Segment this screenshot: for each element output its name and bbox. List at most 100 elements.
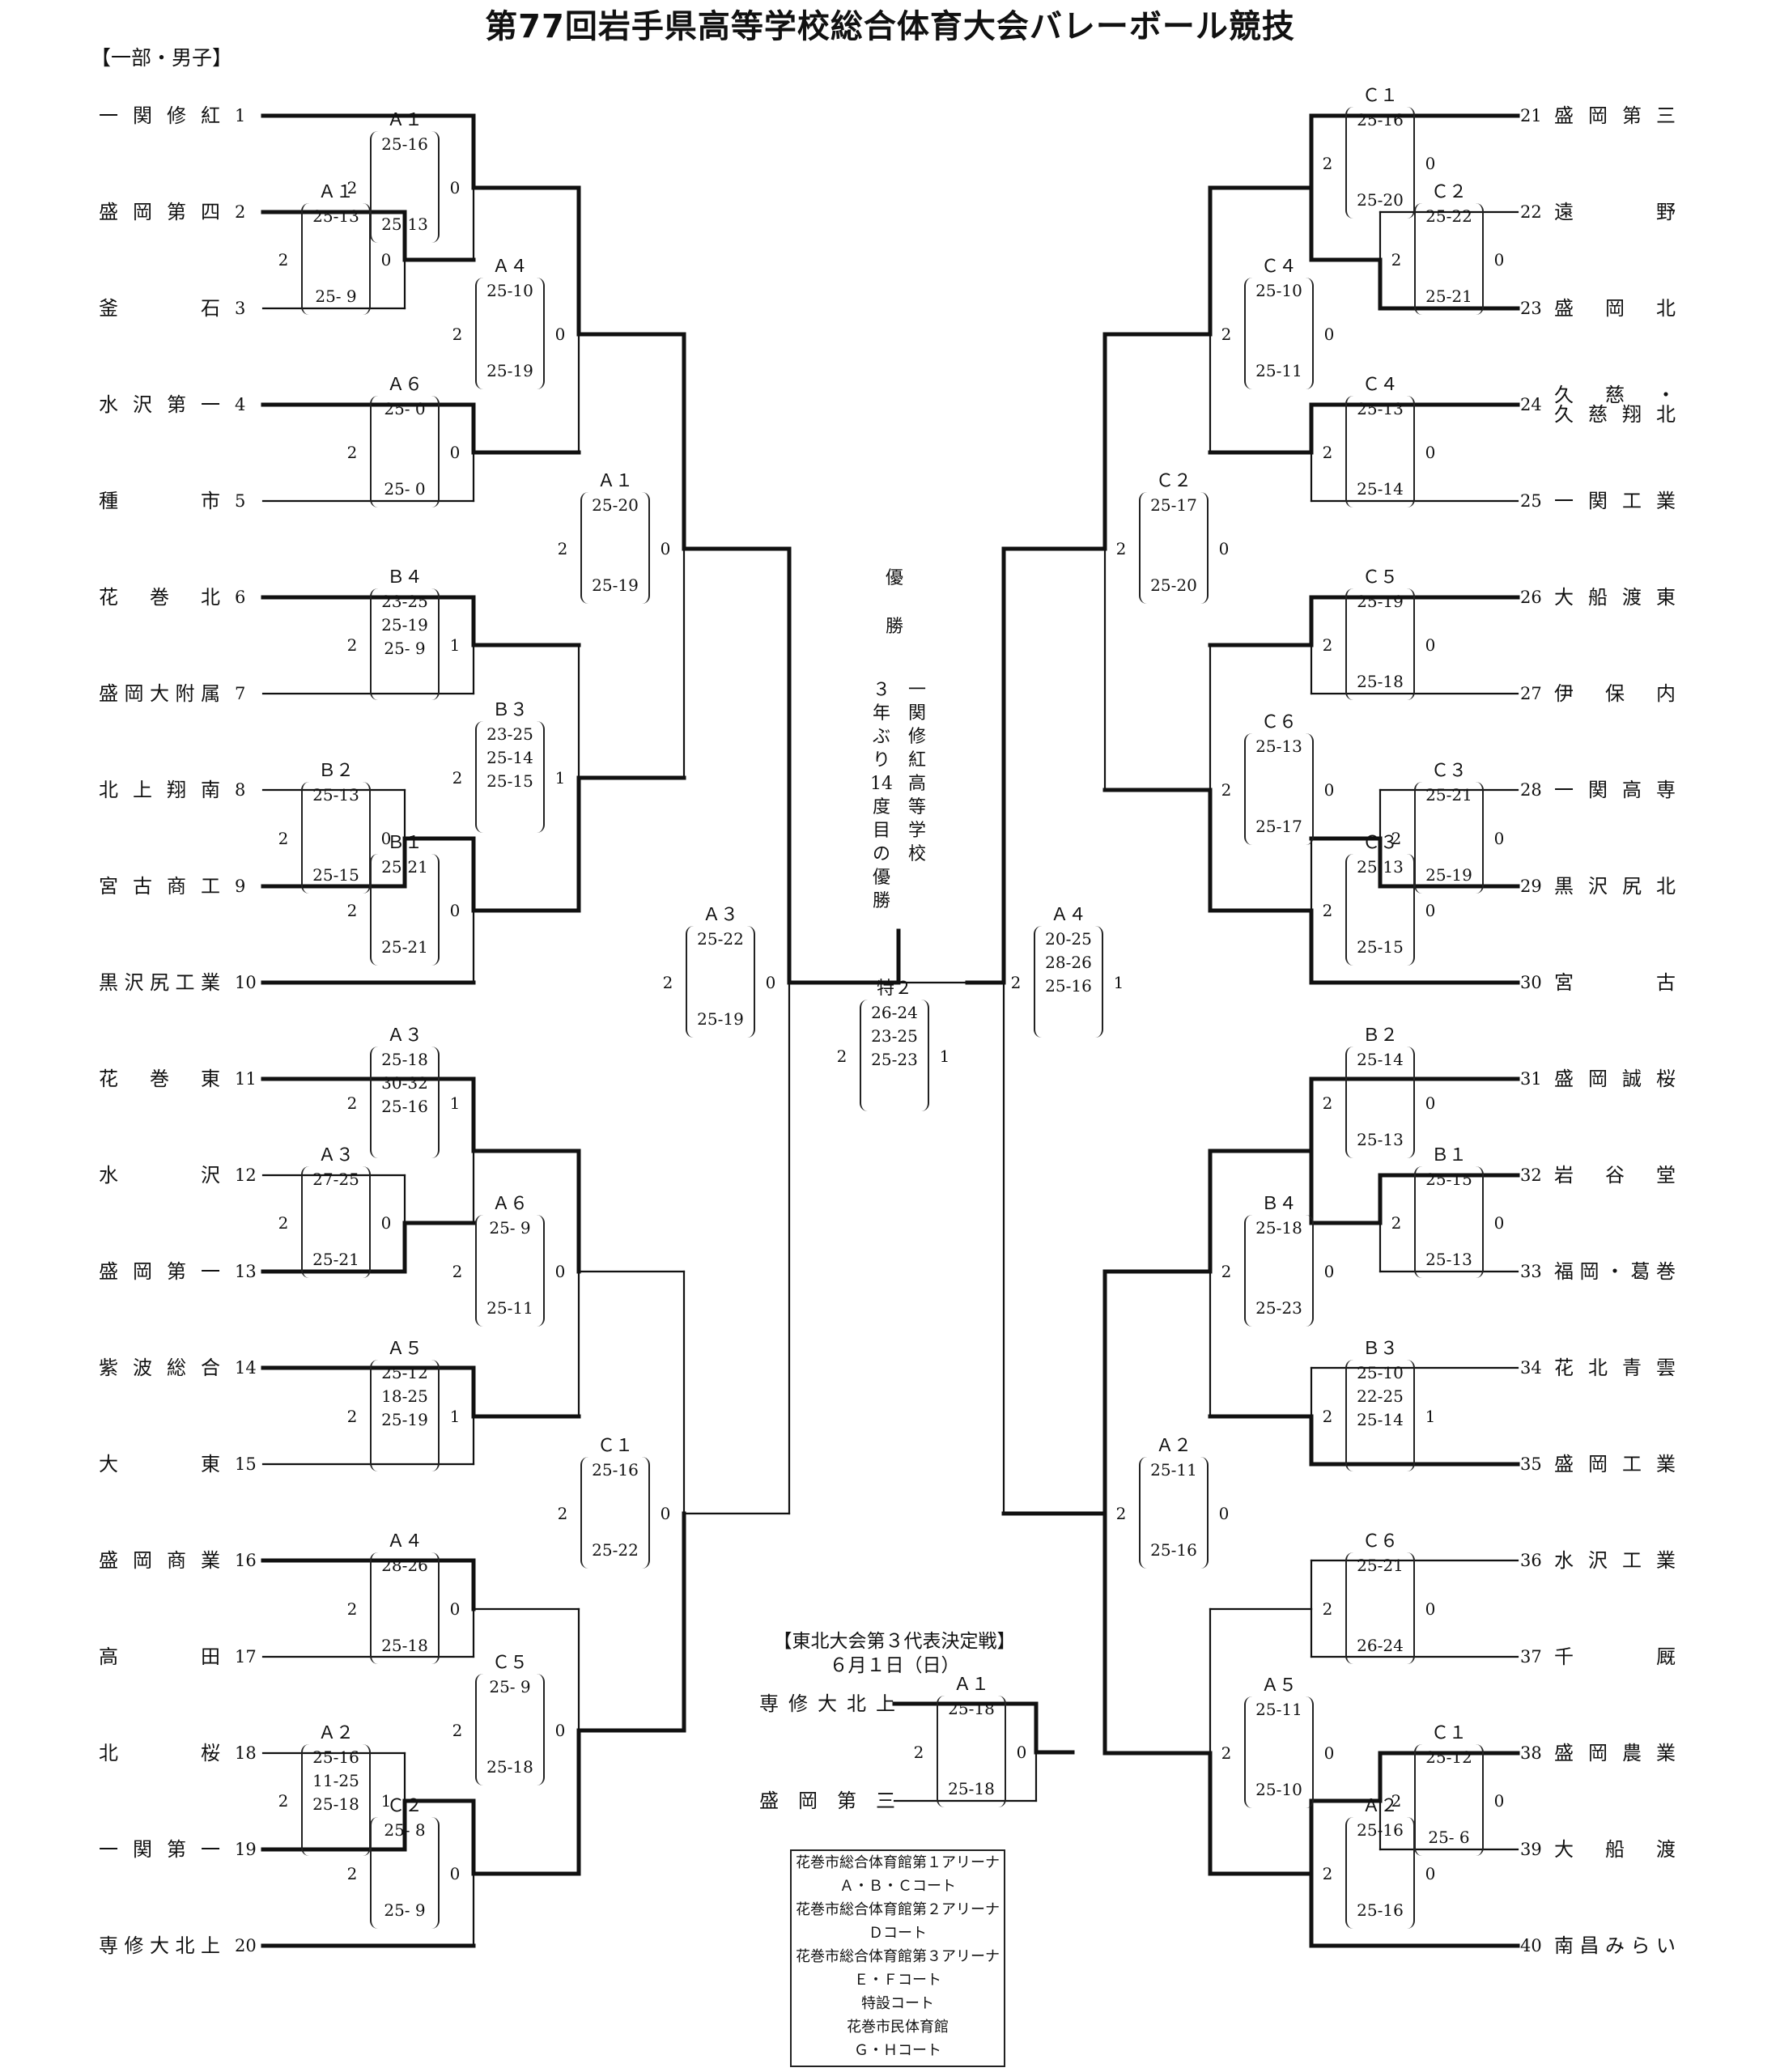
team-number-text: 3 [235,299,246,318]
match-court: Ｃ２ [1430,182,1467,202]
sets-won-right: 0 [1425,154,1436,173]
sets-won-right: 0 [1323,1262,1335,1281]
match-court: Ｃ３ [1362,833,1398,853]
set-score: 25-13 [312,206,359,226]
sets-won-left: 2 [1322,443,1333,462]
team-number: 16 [235,1548,257,1573]
set-score: 25-22 [1425,206,1472,226]
match-court: Ｃ４ [1260,257,1297,277]
team-name: 一関第一 [99,1838,220,1861]
team-number: 35 [1520,1452,1542,1476]
team-right: 盛岡北 [1554,296,1676,321]
team-name: 花巻東 [99,1068,220,1090]
sets-won-right: 0 [449,178,461,197]
team-name: 花北青雲 [1554,1357,1676,1379]
team-name: 一関高専 [1554,779,1676,801]
sets-box [370,396,440,507]
sets-box [580,1457,650,1569]
team-number-text: 28 [1520,780,1542,800]
sets-won-left: 2 [1322,1864,1333,1883]
sets-won-right: 0 [1016,1743,1027,1762]
sets-won-right: 0 [554,1262,566,1281]
set-score: 25-23 [871,1050,918,1069]
team-number: 34 [1520,1356,1542,1380]
team-name: 宮古 [1554,971,1676,994]
sets-won-left: 2 [1010,973,1022,992]
sets-won-left: 2 [662,973,673,992]
sets-won-right: 0 [380,250,392,270]
team-number-text: 20 [235,1936,257,1955]
set-score: 25- 9 [315,287,357,306]
sets-box [301,1744,371,1856]
team-number: 22 [1520,200,1542,224]
winner-team-char: 修 [907,727,926,747]
team-name: 岩谷堂 [1554,1164,1676,1187]
sets-won-left: 2 [452,1262,463,1281]
sets-box [860,1000,929,1111]
sets-won-right: 0 [660,1504,671,1523]
team-left: 紫波総合 [99,1356,220,1380]
match-court: Ｂ２ [317,761,354,781]
sets-won-right: 1 [939,1047,950,1066]
team-name: 伊保内 [1554,682,1676,705]
team-right: 花北青雲 [1554,1356,1676,1380]
set-score: 25-18 [1357,672,1404,691]
team-number: 19 [235,1837,257,1862]
set-score: 25-14 [1357,479,1404,499]
page-title: 第77回岩手県高等学校総合体育大会バレーボール競技 [485,8,1295,45]
set-score: 25-16 [592,1460,639,1480]
winner-team-char: 等 [907,797,926,817]
sets-box [1414,1744,1484,1856]
set-score: 25-19 [486,361,533,380]
sets-won-right: 0 [554,325,566,344]
sets-box [1414,782,1484,894]
winner-team-char: 関 [907,703,926,724]
set-score: 25-14 [1357,1050,1404,1069]
sets-won-right: 1 [449,635,461,655]
sets-box [1244,1696,1314,1808]
team-left: 盛岡第四 [99,200,220,224]
sets-won-left: 2 [1322,1093,1333,1113]
set-score: 25-15 [486,771,533,791]
team-number-text: 26 [1520,588,1542,607]
winner-team-char: 高 [907,774,926,794]
set-score: 25-13 [1255,737,1302,756]
match-court: Ａ６ [386,375,423,395]
team-number-text: 14 [235,1358,257,1378]
third-place-team2: 盛岡第三 [759,1790,895,1812]
team-number: 39 [1520,1837,1542,1862]
set-score: 25-10 [486,281,533,300]
sets-won-right: 1 [449,1093,461,1113]
match-court: Ｂ２ [1362,1025,1398,1046]
winner-note-char: 度 [872,797,890,817]
set-score: 25-16 [312,1747,359,1767]
team-number: 3 [235,296,245,321]
winner-note-char: ぶ [872,727,890,747]
set-score: 25- 9 [489,1677,531,1696]
team-name: 盛岡第一 [99,1260,220,1283]
sets-won-right: 0 [1425,1864,1436,1883]
set-score: 25- 0 [384,399,426,418]
team-number-text: 35 [1520,1454,1542,1474]
set-score: 27-25 [312,1170,359,1189]
sets-box [580,492,650,604]
sets-won-left: 2 [278,829,289,848]
winner-note-char: の [872,844,890,864]
sets-won-right: 0 [1493,1213,1505,1233]
sets-won-left: 2 [1322,901,1333,920]
sets-won-left: 2 [1391,829,1402,848]
sets-won-right: 0 [449,1864,461,1883]
sets-box [1139,1457,1209,1569]
sets-won-right: 0 [1218,1504,1230,1523]
team-number: 21 [1520,104,1542,128]
match-court: Ａ２ [1362,1796,1398,1816]
match-court: Ｃ５ [491,1653,528,1673]
team-number: 18 [235,1741,257,1765]
sets-box [1244,278,1314,389]
team-number: 1 [235,104,245,128]
team-name: 南昌みらい [1554,1934,1676,1957]
team-number-text: 22 [1520,202,1542,222]
match-court: Ａ２ [1155,1436,1192,1456]
set-score: 25-17 [1150,495,1197,515]
winner-team-char: 一 [907,680,926,700]
